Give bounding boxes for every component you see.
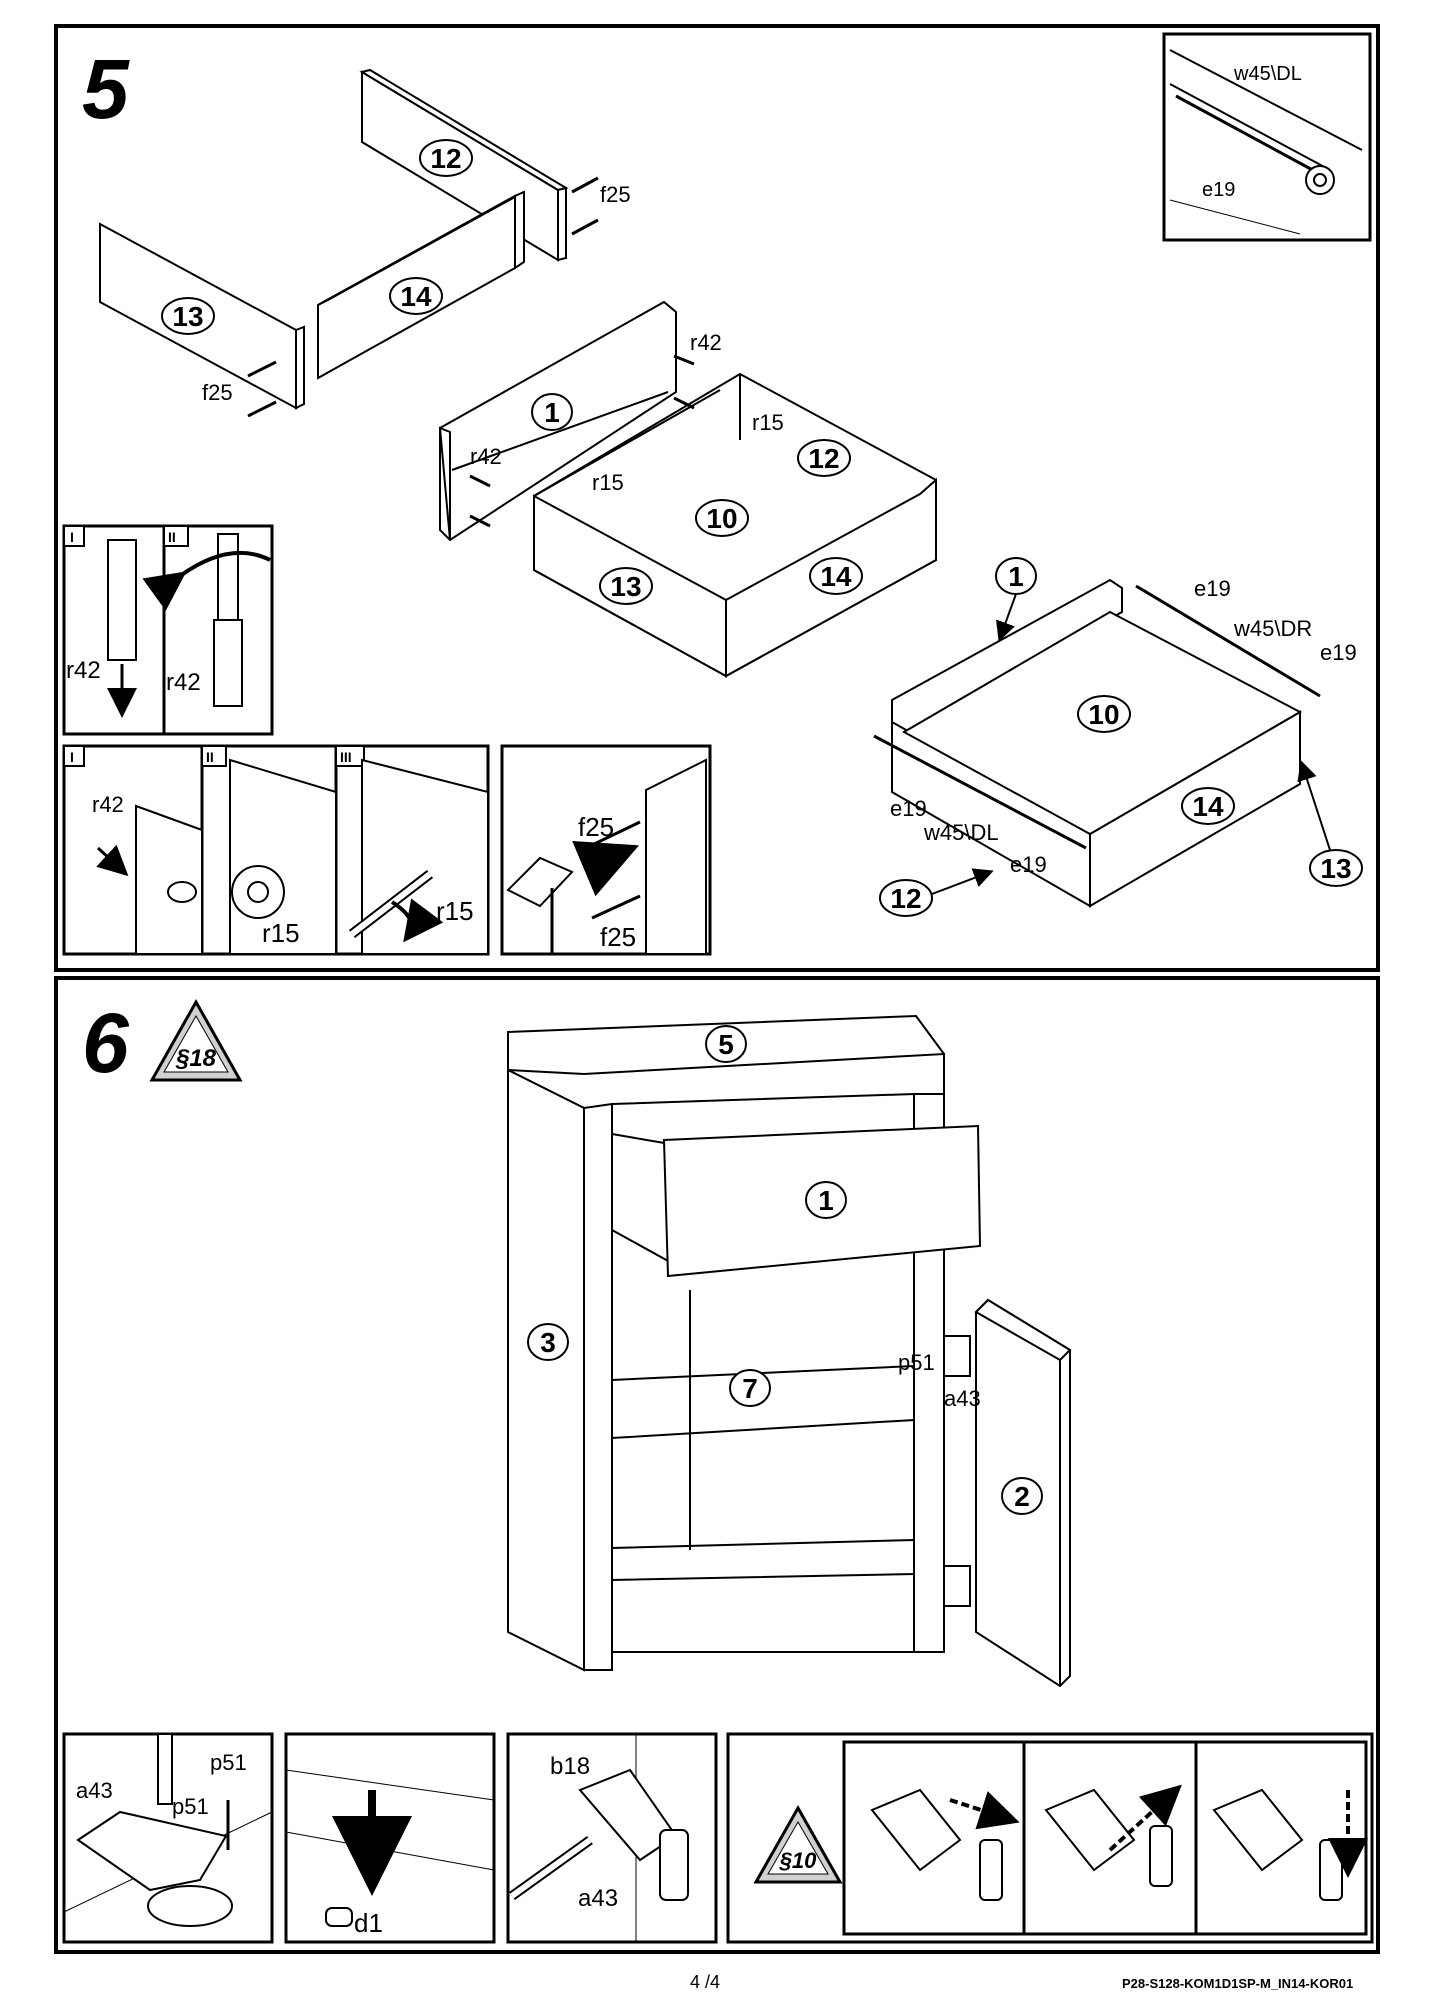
rails-assembled [873, 584, 1321, 850]
part-circle-2: 2 [1001, 1477, 1043, 1515]
svg-text:10: 10 [706, 503, 737, 534]
detail-r15-step-ii: II [206, 749, 214, 765]
label-p51: p51 [898, 1350, 935, 1375]
detail-r42-label-ii: r42 [166, 669, 201, 696]
label-r42-top: r42 [690, 330, 722, 355]
part-circles-step5: 12 14 13 1 10 12 13 14 1 10 14 13 12 [161, 139, 1363, 917]
inset-rail-w45dl: w45\DL [1233, 63, 1302, 85]
warning-18-text: §18 [175, 1045, 217, 1072]
part-circle-12-br: 12 [879, 879, 933, 917]
part-circle-14-br: 14 [1181, 787, 1235, 825]
detail-r42: I II r42 r42 [62, 524, 274, 736]
cabinet [507, 1014, 945, 1672]
part-circle-1-br: 1 [995, 557, 1037, 595]
r42-screws-mid [469, 354, 695, 528]
svg-text:1: 1 [1008, 561, 1024, 592]
step-5-number: 5 [82, 42, 130, 136]
hinge-p51-mid: p51 [172, 1794, 209, 1819]
detail-r42-label-i: r42 [66, 657, 101, 684]
svg-text:14: 14 [820, 561, 852, 592]
svg-text:13: 13 [610, 571, 641, 602]
step-6-panel: 6 §18 [54, 976, 1380, 1954]
part-circle-13-top: 13 [161, 297, 215, 335]
svg-text:1: 1 [544, 397, 560, 428]
b18-a43: a43 [578, 1885, 618, 1912]
svg-text:13: 13 [172, 301, 203, 332]
label-e19-right: e19 [1320, 640, 1357, 665]
b18-label: b18 [550, 1753, 590, 1780]
inset-rail-e19: e19 [1202, 179, 1235, 201]
part-circle-12-top: 12 [419, 139, 473, 177]
part-circle-3: 3 [527, 1323, 569, 1361]
part-circle-1-mid: 1 [531, 393, 573, 431]
label-w45dl: w45\DL [923, 820, 999, 845]
hinges [943, 1335, 971, 1607]
detail-r15-label-iii: r15 [436, 896, 474, 926]
label-e19-top: e19 [1194, 576, 1231, 601]
label-r15-mid: r15 [592, 470, 624, 495]
label-w45dr: w45\DR [1233, 616, 1312, 641]
detail-r15-step-iii: III [340, 749, 352, 765]
warning-10-text: §10 [779, 1848, 817, 1873]
inset-rail: w45\DL e19 [1162, 32, 1372, 242]
svg-text:1: 1 [818, 1185, 834, 1216]
part-circle-5: 5 [705, 1025, 747, 1063]
part-circle-7: 7 [729, 1369, 771, 1407]
label-e19-left: e19 [890, 796, 927, 821]
step-6-number: 6 [82, 996, 130, 1090]
part-circle-12-mid: 12 [797, 439, 851, 477]
svg-text:2: 2 [1014, 1481, 1030, 1512]
part-circle-13-mid: 13 [599, 567, 653, 605]
document-code: P28-S128-KOM1D1SP-M_IN14-KOR01 [1122, 1976, 1354, 1991]
step-5-panel: 5 [54, 24, 1380, 972]
detail-hinge-adjust: §10 [726, 1732, 1374, 1944]
labels-step5: f25 f25 r42 r42 r15 r15 e19 w45\DR e19 e… [202, 182, 1357, 877]
detail-hinge-mount: a43 p51 p51 [62, 1732, 274, 1944]
part-circle-1: 1 [805, 1181, 847, 1219]
svg-text:10: 10 [1088, 699, 1119, 730]
svg-text:12: 12 [890, 883, 921, 914]
part-circle-10-mid: 10 [695, 499, 749, 537]
svg-text:14: 14 [400, 281, 432, 312]
svg-text:12: 12 [430, 143, 461, 174]
detail-f25-label-top: f25 [578, 812, 614, 842]
labels-step6: p51 a43 [898, 1350, 981, 1411]
detail-d1: d1 [284, 1732, 496, 1944]
detail-r15-step-i: I [70, 749, 74, 765]
part-circle-14-top: 14 [389, 277, 443, 315]
part-circles-step6: 5 1 3 7 2 [527, 1025, 1043, 1515]
detail-r42-step-ii: II [168, 529, 176, 545]
detail-r15-label-ii: r15 [262, 918, 300, 948]
detail-r42-step-i: I [70, 529, 74, 545]
label-a43: a43 [944, 1386, 981, 1411]
d1-label: d1 [354, 1908, 383, 1938]
label-f25-left: f25 [202, 380, 233, 405]
label-r15-top: r15 [752, 410, 784, 435]
label-r42-mid: r42 [470, 444, 502, 469]
detail-b18: b18 a43 [506, 1732, 718, 1944]
part-circle-10-br: 10 [1077, 695, 1131, 733]
detail-r15: I II III r42 r15 r15 [62, 744, 490, 956]
part-circle-14-mid: 14 [809, 557, 863, 595]
warning-triangle-18: §18 [149, 998, 243, 1082]
page-number: 4 /4 [690, 1972, 721, 1992]
detail-f25: f25 f25 [500, 744, 712, 956]
f25-screws-top [247, 176, 599, 418]
leader-lines-step5 [931, 593, 1331, 895]
label-f25-top: f25 [600, 182, 631, 207]
warning-triangle-10: §10 [753, 1804, 843, 1884]
svg-text:12: 12 [808, 443, 839, 474]
hinge-a43: a43 [76, 1778, 113, 1803]
detail-f25-label-bottom: f25 [600, 922, 636, 952]
svg-text:7: 7 [742, 1373, 758, 1404]
hinge-p51-top: p51 [210, 1750, 247, 1775]
part-circle-13-br: 13 [1309, 849, 1363, 887]
detail-r15-label-i: r42 [92, 792, 124, 817]
svg-text:13: 13 [1320, 853, 1351, 884]
svg-text:3: 3 [540, 1327, 556, 1358]
label-e19-bottom: e19 [1010, 852, 1047, 877]
svg-text:14: 14 [1192, 791, 1224, 822]
svg-text:5: 5 [718, 1029, 734, 1060]
